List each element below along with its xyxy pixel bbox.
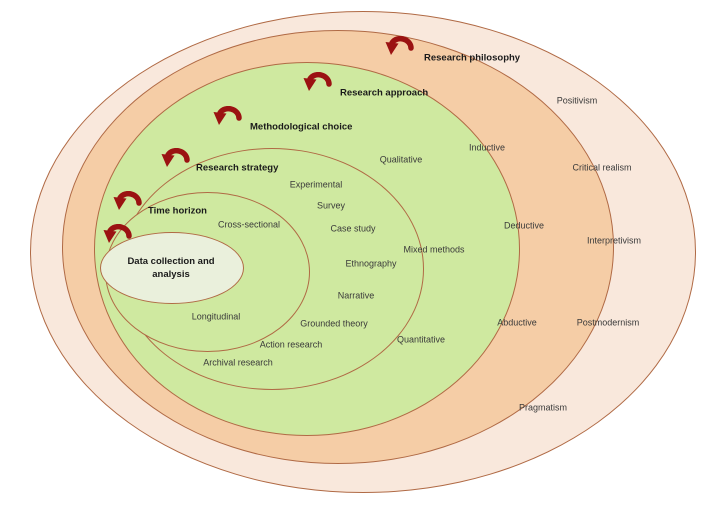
philosophy-item-critical-realism: Critical realism <box>572 162 632 173</box>
choice-item-quantitative: Quantitative <box>396 334 446 345</box>
strategy-item-case-study: Case study <box>330 223 376 234</box>
strategy-item-action-research: Action research <box>259 339 323 350</box>
strategy-item-archival-research: Archival research <box>203 357 273 368</box>
strategy-item-grounded-theory: Grounded theory <box>300 318 368 329</box>
core-label-data-collection: Data collection and analysis <box>127 255 214 281</box>
choice-item-mixed-methods: Mixed methods <box>403 244 465 255</box>
philosophy-item-postmodernism: Postmodernism <box>576 317 640 328</box>
curved-arrow-icon <box>112 191 142 219</box>
philosophy-item-pragmatism: Pragmatism <box>518 402 568 413</box>
approach-item-deductive: Deductive <box>503 220 545 231</box>
approach-item-inductive: Inductive <box>468 142 506 153</box>
curved-arrow-icon <box>302 72 332 100</box>
strategy-item-narrative: Narrative <box>337 290 375 301</box>
layer-label-time-horizon: Time horizon <box>148 205 207 217</box>
strategy-item-ethnography: Ethnography <box>345 258 397 269</box>
curved-arrow-icon <box>160 148 190 176</box>
choice-item-qualitative: Qualitative <box>379 154 423 165</box>
philosophy-item-interpretivism: Interpretivism <box>586 235 642 246</box>
core-label-line1: Data collection and <box>127 256 215 267</box>
layer-label-research-philosophy: Research philosophy <box>424 52 521 64</box>
layer-label-methodological-choice: Methodological choice <box>250 121 353 133</box>
curved-arrow-icon <box>102 224 132 252</box>
curved-arrow-icon <box>212 106 242 134</box>
ellipse-data-collection-core <box>100 232 244 304</box>
layer-label-research-approach: Research approach <box>340 87 429 99</box>
time-item-longitudinal: Longitudinal <box>191 311 241 322</box>
curved-arrow-icon <box>384 36 414 64</box>
approach-item-abductive: Abductive <box>497 317 537 328</box>
philosophy-item-positivism: Positivism <box>556 95 598 106</box>
strategy-item-experimental: Experimental <box>289 179 343 190</box>
strategy-item-survey: Survey <box>316 200 346 211</box>
time-item-cross-sectional: Cross-sectional <box>217 219 281 230</box>
core-label-line2: analysis <box>152 269 190 280</box>
layer-label-research-strategy: Research strategy <box>196 162 279 174</box>
